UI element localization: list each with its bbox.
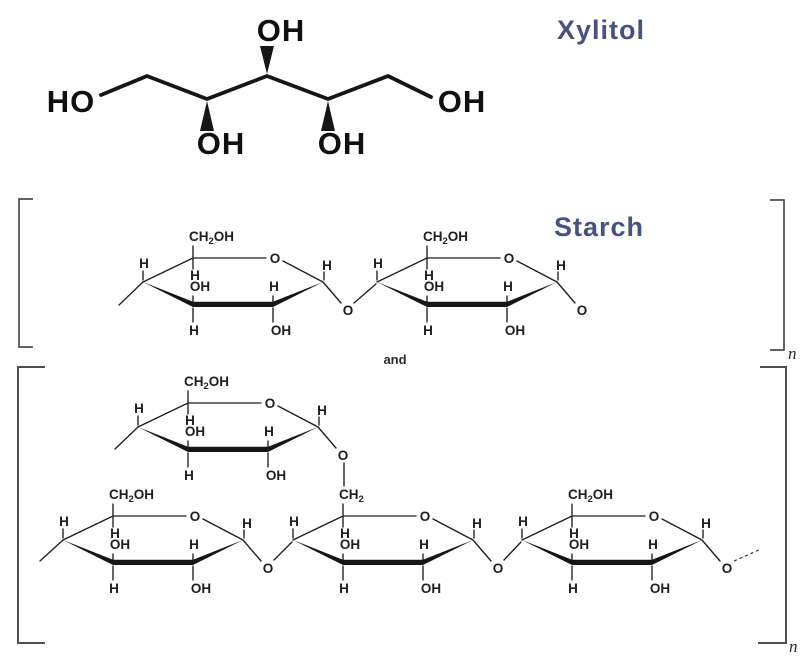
xylitol-molecule: HO OH OH OH OH	[47, 13, 487, 161]
repeat-subscript-n: n	[789, 637, 798, 656]
bracket-left	[18, 198, 33, 348]
wedge-bond-down	[200, 101, 214, 131]
bracket-right	[770, 199, 785, 351]
carbon-chain-bonds	[99, 74, 433, 101]
amylose-repeat-unit: n	[18, 198, 797, 363]
chain-stub-bond	[114, 426, 139, 450]
xylitol-title: Xylitol	[557, 15, 645, 45]
chain-stub-bond	[118, 281, 144, 306]
wedge-bond-up	[260, 46, 274, 74]
glucose-ring	[139, 229, 353, 338]
oh-label: OH	[438, 84, 487, 119]
glucose-ring	[518, 487, 732, 596]
glycosidic-bond	[353, 283, 377, 304]
bracket-right	[758, 366, 787, 644]
ho-label: HO	[47, 84, 96, 119]
and-text: and	[383, 352, 406, 367]
glycosidic-bond	[503, 541, 522, 561]
glucose-ring	[373, 229, 587, 338]
wedge-bond-down	[321, 101, 335, 131]
glycosidic-bond	[273, 541, 293, 561]
glucose-ring-branch	[134, 374, 348, 483]
oh-label: OH	[197, 126, 246, 161]
glucose-ring	[59, 487, 273, 596]
oh-label: OH	[257, 13, 306, 48]
oh-label: OH	[318, 126, 367, 161]
starch-title: Starch	[554, 212, 644, 242]
glucose-ring-branchpoint	[289, 487, 503, 596]
amylopectin-repeat-unit: n	[17, 366, 798, 656]
bracket-left	[17, 366, 45, 644]
chain-stub-bond	[39, 539, 64, 562]
continuation-dashed-bond	[733, 548, 762, 562]
repeat-subscript-n: n	[788, 344, 797, 363]
